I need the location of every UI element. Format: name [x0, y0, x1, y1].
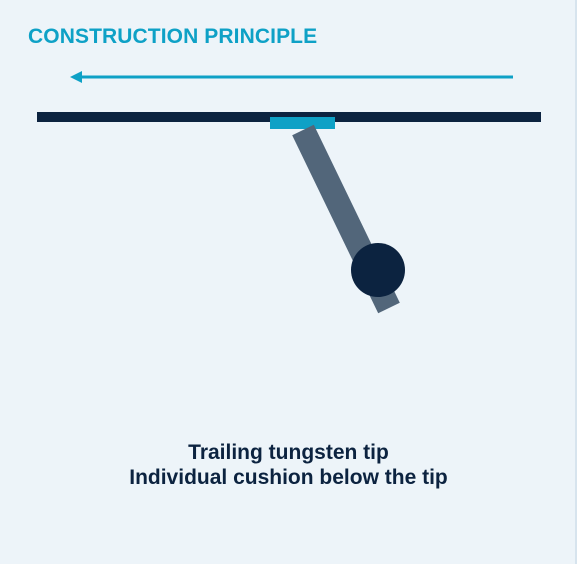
- diagram-caption: Trailing tungsten tip Individual cushion…: [0, 440, 577, 490]
- cushion-pivot: [351, 243, 405, 297]
- tungsten-tip: [270, 117, 335, 129]
- caption-line-trailing-tip: Trailing tungsten tip: [188, 441, 389, 464]
- caption-line-cushion: Individual cushion below the tip: [129, 466, 448, 489]
- direction-arrow-head: [70, 71, 82, 83]
- left-arrow-icon: [70, 71, 513, 83]
- panel-heading: CONSTRUCTION PRINCIPLE: [28, 25, 318, 48]
